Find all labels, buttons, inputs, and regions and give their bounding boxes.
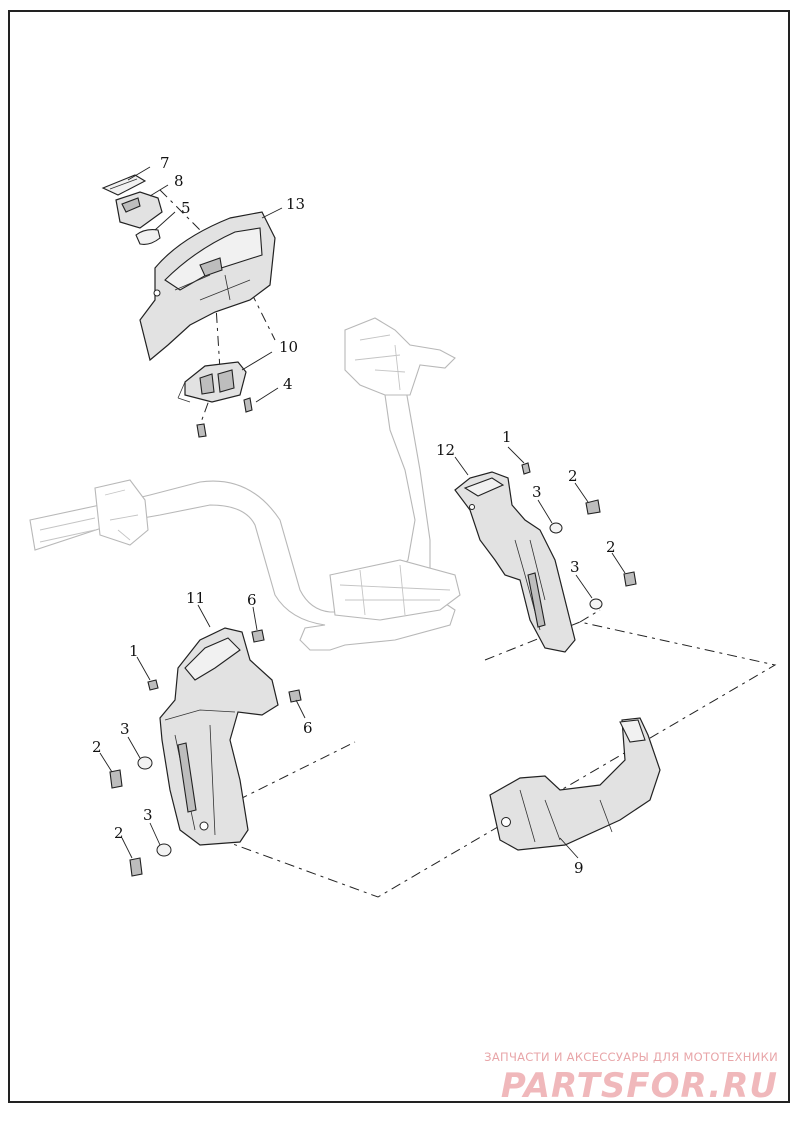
callout-6-upper: 6: [247, 591, 257, 609]
handlebar-ghost: [29, 317, 461, 651]
callout-3-right-lower: 3: [570, 558, 580, 576]
part-11-left-cover: [159, 627, 279, 846]
callout-3-right-upper: 3: [532, 483, 542, 501]
watermark-subtitle: ЗАПЧАСТИ И АКСЕССУАРЫ ДЛЯ МОТОТЕХНИКИ: [484, 1050, 778, 1064]
callout-10: 10: [279, 338, 298, 356]
part-7-clip: [101, 174, 147, 196]
callout-2-left-upper: 2: [92, 738, 102, 756]
callout-2-left-lower: 2: [114, 824, 124, 842]
page-border: [8, 10, 790, 1103]
callout-9: 9: [574, 859, 584, 877]
watermark-logo: PARTSFOR.RU: [500, 1066, 778, 1106]
callout-1-right: 1: [502, 428, 512, 446]
callout-4: 4: [283, 375, 293, 393]
fasteners: [109, 397, 637, 877]
callout-6-lower: 6: [303, 719, 313, 737]
callout-3-left-upper: 3: [120, 720, 130, 738]
assembly-center-lines: [159, 189, 777, 898]
callout-12: 12: [436, 441, 455, 459]
callout-5: 5: [181, 199, 191, 217]
part-12-right-cover: [454, 471, 576, 653]
leader-lines: [99, 166, 626, 859]
callout-labels: 7 8 5 13 10 4 1 12 2 3 2 3 11 6 1 6 3 2 …: [92, 154, 616, 877]
callout-13: 13: [286, 195, 305, 213]
part-13-upper-cover: [139, 211, 276, 362]
part-9-lower-cover: [489, 717, 661, 851]
part-10-switch-block: [177, 361, 247, 403]
callout-8: 8: [174, 172, 184, 190]
callout-2-right-upper: 2: [568, 467, 578, 485]
callout-7: 7: [160, 154, 170, 172]
callout-2-right-lower: 2: [606, 538, 616, 556]
watermark: ЗАПЧАСТИ И АКСЕССУАРЫ ДЛЯ МОТОТЕХНИКИ PA…: [484, 1050, 778, 1106]
callout-11: 11: [186, 589, 205, 607]
callout-3-left-lower: 3: [143, 806, 153, 824]
callout-1-left: 1: [129, 642, 139, 660]
part-8-switch: [115, 191, 163, 229]
part-5-cap: [135, 229, 161, 245]
